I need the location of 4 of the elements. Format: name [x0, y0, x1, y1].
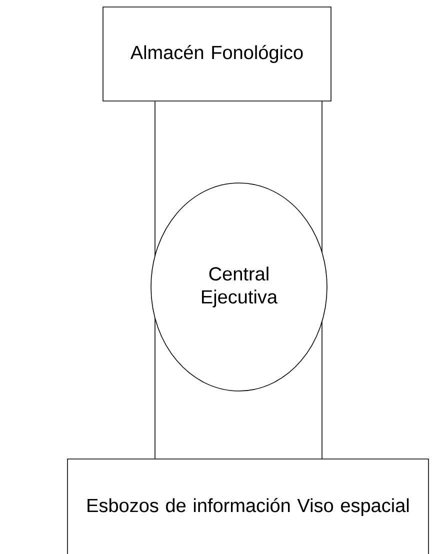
connector-line — [154, 318, 156, 459]
connector-line — [154, 101, 156, 256]
process-box: Esbozos de información Viso espacial — [67, 458, 429, 554]
process-box: Almacén Fonológico — [102, 6, 332, 102]
